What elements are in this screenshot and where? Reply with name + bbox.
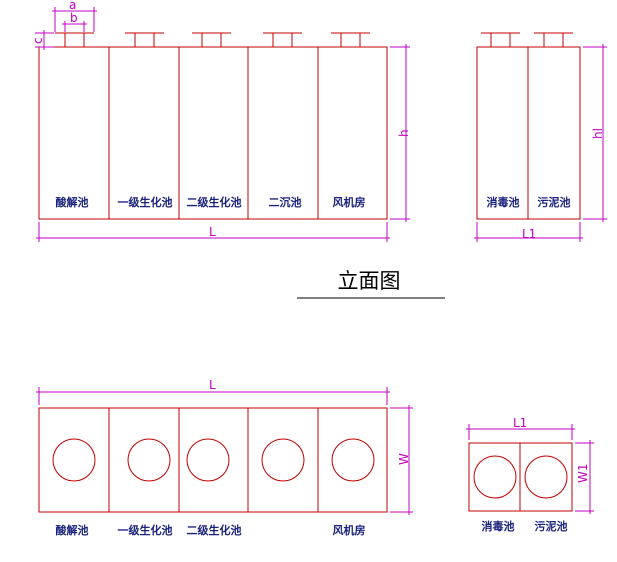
manhole-circle (261, 438, 305, 482)
dim-L1-label: L1 (522, 227, 536, 241)
manhole (331, 32, 370, 47)
manhole-circle (186, 438, 230, 482)
plan-dim-W-label: W (397, 453, 411, 465)
elevation-dim-labels: a b c L h L1 hl (31, 0, 605, 241)
tank-label: 二沉池 (269, 195, 302, 209)
manhole (125, 32, 164, 47)
tank-label: 酸解池 (56, 195, 89, 209)
tank-label: 一级生化池 (118, 195, 173, 209)
tank-label: 酸解池 (56, 523, 89, 537)
dim-h1-label: hl (591, 128, 605, 139)
tank-label: 二级生化池 (187, 195, 242, 209)
plan-labels: 酸解池 一级生化池 二级生化池 风机房 消毒池 污泥池 (56, 519, 568, 537)
manhole (263, 32, 302, 47)
elevation-dimensions (35, 7, 607, 242)
tank-label: 风机房 (333, 523, 366, 537)
tank-label: 污泥池 (538, 195, 571, 209)
plan-dim-labels: L W L1 W1 (209, 378, 590, 483)
tank-label: 消毒池 (482, 519, 515, 533)
plan-dim-L-label: L (209, 378, 216, 392)
dim-L-label: L (209, 225, 216, 239)
plan-dimensions (36, 387, 594, 515)
dim-a-label: a (69, 0, 76, 12)
tank-label: 消毒池 (487, 195, 520, 209)
tank-label: 二级生化池 (187, 523, 242, 537)
dim-h-label: h (397, 129, 411, 137)
manhole (55, 32, 94, 47)
dim-b-label: b (70, 11, 78, 25)
plan-main-tank (38, 407, 388, 513)
manhole (534, 32, 573, 47)
manhole (192, 32, 231, 47)
elevation-view (38, 32, 581, 220)
elevation-labels: 酸解池 一级生化池 二级生化池 二沉池 风机房 消毒池 污泥池 (56, 195, 571, 209)
plan-view (38, 407, 573, 513)
manhole-circle (331, 438, 375, 482)
manhole-circle (52, 438, 96, 482)
dim-c-label: c (31, 37, 45, 44)
elevation-main-tank (38, 46, 388, 220)
tank-label: 风机房 (333, 195, 366, 209)
tank-label: 一级生化池 (118, 523, 173, 537)
manhole-circle (127, 438, 171, 482)
plan-dim-L1-label: L1 (513, 416, 527, 430)
manhole (481, 32, 520, 47)
tank-label: 污泥池 (535, 519, 568, 533)
manhole-circle (524, 455, 568, 499)
manhole-circle (473, 455, 517, 499)
plan-dim-W1-label: W1 (576, 464, 590, 484)
elevation-title: 立面图 (338, 269, 401, 293)
